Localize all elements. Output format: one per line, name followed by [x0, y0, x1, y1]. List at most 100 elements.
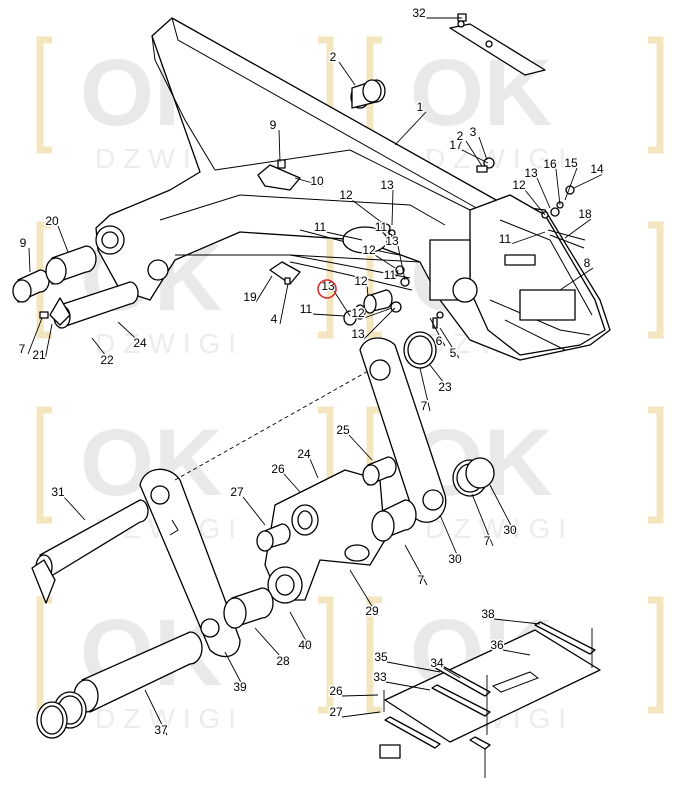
- callout-number-10: 10: [310, 174, 324, 188]
- leader-line: [349, 569, 379, 617]
- callout-number-13: 13: [380, 178, 394, 192]
- leader-line: [44, 323, 53, 361]
- callout-number-38: 38: [481, 607, 495, 621]
- leader-line: [363, 307, 396, 340]
- leader-line: [63, 496, 86, 521]
- leader-line: [461, 149, 489, 164]
- leader-line: [224, 651, 247, 693]
- callout-number-31: 31: [51, 485, 65, 499]
- leader-line: [429, 317, 446, 347]
- link-29: [139, 468, 241, 658]
- callout-number-33: 33: [373, 670, 387, 684]
- leader-line: [289, 611, 312, 651]
- callout-number-27: 27: [230, 485, 244, 499]
- watermark-logo: OK: [410, 40, 553, 146]
- leader-line: [555, 168, 561, 206]
- callout-number-13: 13: [524, 166, 538, 180]
- rocker-23: [223, 456, 417, 629]
- bushings-left: [12, 79, 386, 329]
- callout-number-12: 12: [351, 306, 365, 320]
- callout-number-11: 11: [499, 232, 512, 246]
- callout-number-18: 18: [578, 207, 592, 221]
- leader-line: [489, 484, 517, 536]
- leader-line: [536, 177, 551, 209]
- leader-line: [348, 434, 373, 461]
- leader-line: [28, 247, 31, 273]
- leader-line: [394, 111, 427, 146]
- callout-number-23: 23: [438, 380, 452, 394]
- callout-number-14: 14: [590, 162, 604, 176]
- leader-line: [341, 711, 381, 718]
- callout-number-5: 5: [450, 346, 457, 360]
- leader-line: [254, 627, 290, 667]
- callout-number-28: 28: [276, 654, 290, 668]
- leader-line: [564, 167, 578, 201]
- leader-line: [502, 649, 531, 656]
- leader-line: [333, 290, 351, 317]
- leader-line: [294, 177, 324, 187]
- callout-number-11: 11: [314, 220, 327, 234]
- leader-line: [363, 307, 393, 319]
- plate-32: [449, 13, 546, 76]
- leader-line: [573, 173, 604, 189]
- leader-line: [27, 317, 43, 355]
- leader-line: [564, 218, 592, 239]
- callout-number-20: 20: [45, 214, 59, 228]
- leader-line: [325, 231, 363, 241]
- leader-line: [309, 458, 319, 479]
- watermark-text: DZWIGI: [425, 143, 574, 174]
- callout-number-15: 15: [564, 156, 578, 170]
- callout-number-36: 36: [490, 638, 504, 652]
- leader-line: [397, 245, 406, 281]
- leader-line: [395, 269, 399, 281]
- callout-number-29: 29: [365, 604, 379, 618]
- leader-line: [91, 337, 114, 366]
- highlight-ring-15: [317, 279, 337, 299]
- callout-number-26: 26: [271, 462, 285, 476]
- callout-number-30: 30: [503, 523, 517, 537]
- callout-number-8: 8: [584, 256, 591, 270]
- callout-number-13: 13: [385, 234, 399, 248]
- leader-line: [341, 694, 379, 697]
- leader-line: [278, 129, 281, 163]
- callout-number-32: 32: [412, 6, 426, 20]
- callout-number-7: 7: [484, 534, 491, 548]
- leader-line: [391, 189, 394, 226]
- leader-line: [117, 321, 147, 349]
- link-31: [359, 331, 495, 523]
- callout-number-34: 34: [430, 656, 444, 670]
- callout-number-24: 24: [297, 447, 311, 461]
- leader-line: [471, 493, 494, 547]
- callout-number-3: 3: [470, 125, 477, 139]
- leader-line: [442, 667, 461, 679]
- watermark-text: DZWIGI: [425, 513, 574, 544]
- leader-line: [311, 313, 346, 317]
- callout-number-35: 35: [374, 650, 388, 664]
- cover-plate-assembly: [379, 621, 601, 778]
- callout-number-25: 25: [336, 423, 350, 437]
- callout-number-16: 16: [543, 157, 557, 171]
- callout-number-24: 24: [133, 336, 147, 350]
- callout-number-2: 2: [457, 129, 464, 143]
- leader-line: [386, 661, 441, 673]
- callout-number-12: 12: [354, 274, 368, 288]
- callout-number-12: 12: [512, 178, 526, 192]
- leader-line: [366, 285, 369, 297]
- leader-line: [338, 61, 356, 86]
- leader-line: [255, 275, 273, 303]
- leader-line: [439, 327, 460, 359]
- callout-number-11: 11: [384, 268, 397, 282]
- callout-number-7: 7: [19, 342, 26, 356]
- callout-number-19: 19: [243, 290, 257, 304]
- pin-25: [31, 499, 149, 604]
- callout-number-7: 7: [418, 573, 425, 587]
- leader-line: [465, 140, 483, 167]
- callout-number-22: 22: [100, 353, 114, 367]
- leader-line: [510, 231, 546, 245]
- callout-number-7: 7: [421, 399, 428, 413]
- leader-lines: [27, 17, 604, 736]
- callout-number-40: 40: [298, 638, 312, 652]
